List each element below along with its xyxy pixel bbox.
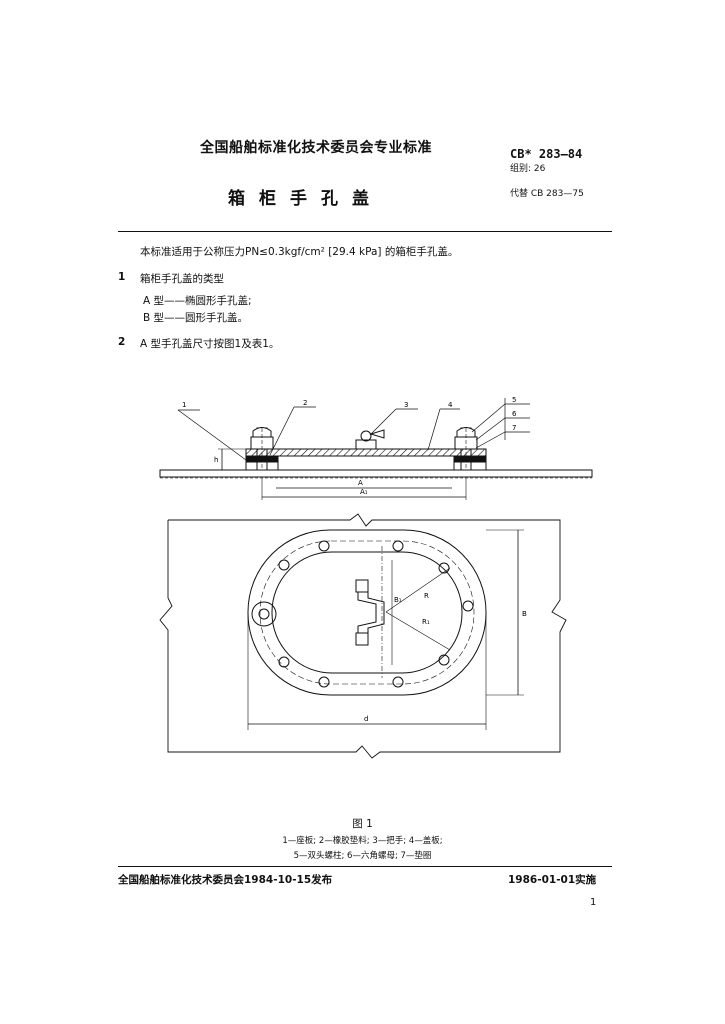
figure-legend-line-2: 5—双头螺柱; 6—六角螺母; 7—垫圈 xyxy=(293,851,432,861)
issue-date: 全国船舶标准化技术委员会1984-10-15发布 xyxy=(118,874,333,886)
type-a-item: A 型——椭圆形手孔盖; xyxy=(143,295,252,307)
callout-7: 7 xyxy=(512,424,516,432)
base-plate xyxy=(159,469,593,478)
left-stud-nut xyxy=(250,427,274,471)
dim-R1: R₁ xyxy=(422,618,430,626)
inner-flange xyxy=(271,551,463,674)
dim-d: d xyxy=(364,715,368,723)
footer-divider xyxy=(118,866,612,867)
dim-B1: B₁ xyxy=(394,596,402,604)
stud-plan xyxy=(251,601,277,627)
standard-code: CB* 283—84 xyxy=(510,147,583,161)
gasket-right xyxy=(453,455,487,463)
dim-R: R xyxy=(424,592,429,600)
type-b-item: B 型——圆形手孔盖。 xyxy=(143,312,249,324)
callout-5: 5 xyxy=(512,396,516,404)
dim-A: A xyxy=(358,479,363,487)
handle-section xyxy=(355,429,385,450)
issuing-organization: 全国船舶标准化技术委员会专业标准 xyxy=(200,140,432,156)
cover-plate xyxy=(245,448,487,457)
supersedes-note: 代替 CB 283—75 xyxy=(510,189,584,199)
document-title: 箱柜手孔盖 xyxy=(228,189,383,209)
header-divider xyxy=(118,231,612,232)
callout-2: 2 xyxy=(303,399,307,407)
dim-h: h xyxy=(214,456,218,464)
dim-A1: A₁ xyxy=(360,488,368,496)
section-1-number: 1 xyxy=(118,271,126,283)
figure-legend-line-1: 1—座板; 2—橡胶垫料; 3—把手; 4—盖板; xyxy=(282,836,443,846)
figure-caption: 图 1 xyxy=(352,818,373,830)
right-stud-nut xyxy=(454,427,478,471)
section-view xyxy=(159,398,593,500)
effective-date: 1986-01-01实施 xyxy=(508,874,597,886)
callout-4: 4 xyxy=(448,401,453,409)
bolt-holes xyxy=(278,540,474,688)
dim-B: B xyxy=(522,610,527,618)
handle-plan xyxy=(355,579,385,646)
plan-view xyxy=(159,513,567,759)
callout-3: 3 xyxy=(404,401,408,409)
section-2-text: A 型手孔盖尺寸按图1及表1。 xyxy=(140,338,280,350)
section-1-title: 箱柜手孔盖的类型 xyxy=(140,273,224,285)
callout-1: 1 xyxy=(182,401,186,409)
outer-flange xyxy=(247,529,487,696)
standard-group: 组别: 26 xyxy=(510,164,546,174)
page-number: 1 xyxy=(590,897,597,908)
section-2-number: 2 xyxy=(118,336,126,348)
callout-6: 6 xyxy=(512,410,517,418)
scope-paragraph: 本标准适用于公称压力PN≤0.3kgf/cm² [29.4 kPa] 的箱柜手孔… xyxy=(140,246,459,258)
